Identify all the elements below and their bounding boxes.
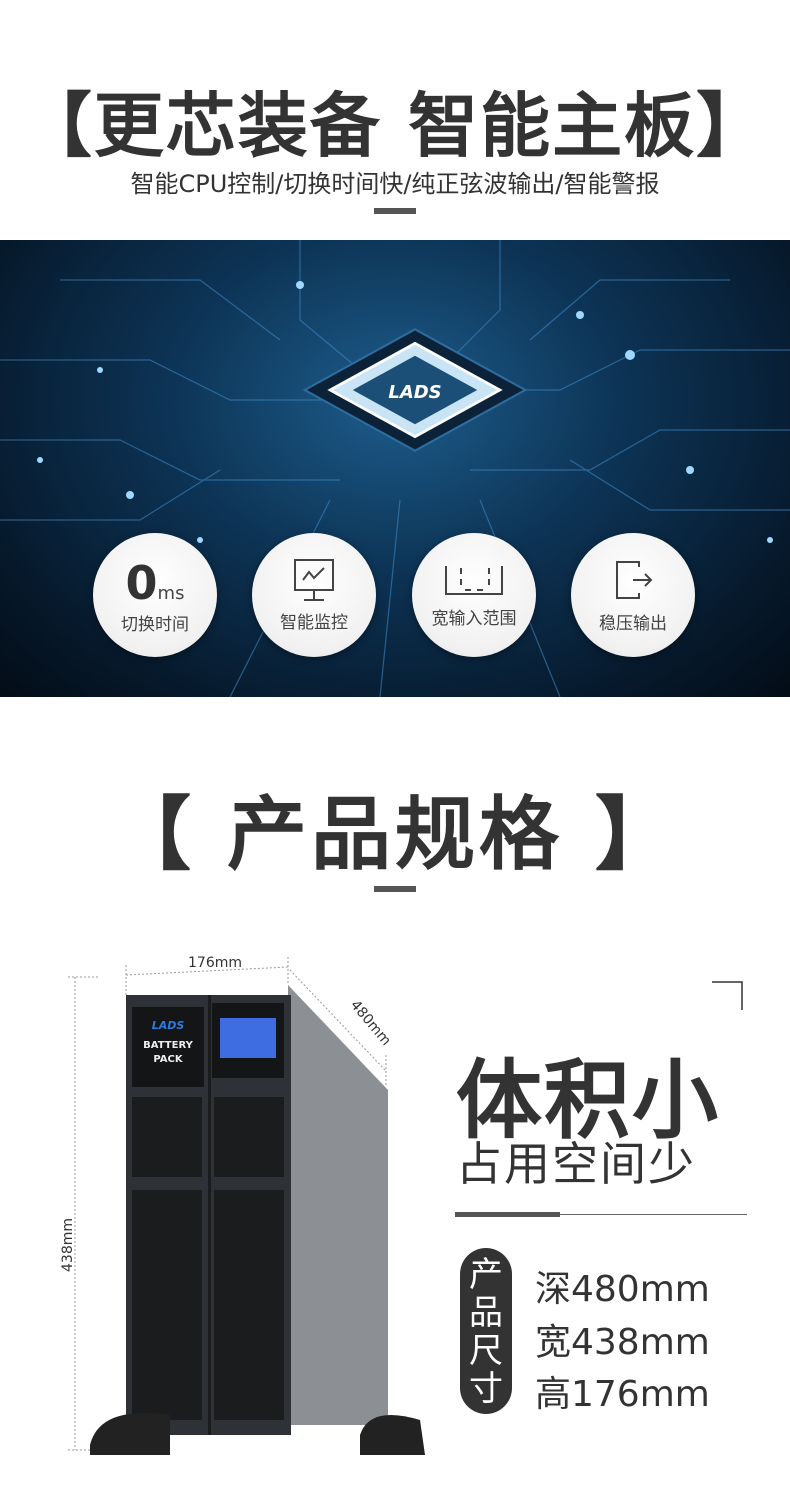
headline: 体积小 [456,1051,720,1151]
corner-mark [712,981,743,1010]
ups-product-image: 176mm 480mm 438mm LADS BATTERY PACK [60,955,425,1455]
wide-range-icon [445,565,503,595]
depth-dimension: 480mm [347,997,394,1049]
circuit-banner: LADS 0ms 切换时间 智能监控 宽输入范围 稳压输出 [0,240,790,697]
divider [374,208,416,214]
feature-label: 智能监控 [280,612,348,633]
feature-label: 切换时间 [121,614,189,635]
circuit-lines: LADS [0,240,790,697]
feature-label: 宽输入范围 [431,608,517,629]
feature-stable-output: 稳压输出 [571,533,695,657]
battery-label: PACK [153,1054,183,1065]
spec-depth: 深480mm [535,1269,710,1310]
monitor-chart-icon [294,558,334,601]
tagline: 占用空间少 [456,1137,696,1191]
height-dimension: 438mm [60,1218,76,1272]
brand-logo: LADS [152,1019,185,1032]
feature-label: 稳压输出 [599,613,667,634]
page-subtitle: 智能CPU控制/切换时间快/纯正弦波输出/智能警报 [130,170,660,198]
page-title: 【更芯装备 智能主板】 [21,85,769,167]
feature-switch-time: 0ms 切换时间 [93,533,217,657]
size-badge: 产品尺寸 [460,1248,512,1414]
spec-width: 宽438mm [535,1322,710,1363]
cpu-chip [302,328,528,452]
chip-logo: LADS [388,382,441,403]
width-dimension: 176mm [188,955,242,971]
exit-arrow-icon [616,560,653,599]
divider [374,886,416,892]
feature-wide-input: 宽输入范围 [412,533,536,657]
zero-ms-icon: 0ms [125,555,185,610]
battery-label: BATTERY [143,1040,193,1051]
divider [455,1214,747,1215]
divider-accent [455,1212,560,1217]
specs-title: 【 产品规格 】 [111,788,679,881]
feature-monitoring: 智能监控 [252,533,376,657]
spec-height: 高176mm [535,1374,710,1415]
